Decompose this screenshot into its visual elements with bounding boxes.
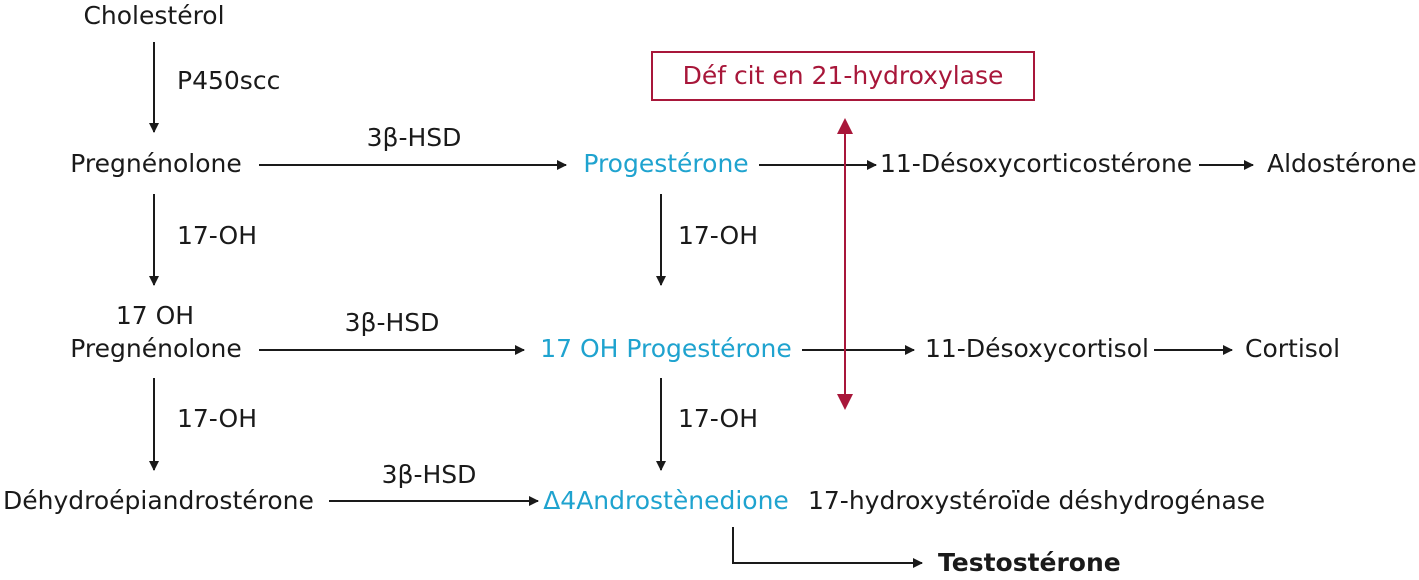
node-17oh-pregnenolone-line2: Pregnénolone xyxy=(70,334,242,363)
enzyme-3b-hsd-row3: 3β-HSD xyxy=(381,460,477,489)
node-cholesterol: Cholestérol xyxy=(83,1,225,30)
node-progesterone: Progestérone xyxy=(583,149,749,178)
enzyme-3b-hsd-row1: 3β-HSD xyxy=(366,123,462,152)
node-17oh-progesterone: 17 OH Progestérone xyxy=(540,334,792,363)
node-dhea: Déhydroépiandrostérone xyxy=(3,486,314,515)
node-cortisol: Cortisol xyxy=(1245,334,1341,363)
deficit-arrow-head-up xyxy=(837,118,853,134)
enzyme-17oh-mid-2: 17-OH xyxy=(678,404,759,433)
node-desoxycortisol: 11-Désoxycortisol xyxy=(925,334,1149,363)
node-testosterone: Testostérone xyxy=(938,548,1121,577)
deficit-21-hydroxylase-box: Déf cit en 21-hydroxylase xyxy=(651,51,1035,101)
enzyme-17oh-mid-1: 17-OH xyxy=(678,221,759,250)
deficit-arrow-head-down xyxy=(837,394,853,410)
enzyme-17oh-left-2: 17-OH xyxy=(177,404,258,433)
node-aldosterone: Aldostérone xyxy=(1267,149,1417,178)
node-pregnenolone: Pregnénolone xyxy=(70,149,242,178)
arrow-androstenedione-testosterone xyxy=(732,527,923,568)
node-17-hsd: 17-hydroxystéroïde déshydrogénase xyxy=(808,486,1266,515)
enzyme-17oh-left-1: 17-OH xyxy=(177,221,258,250)
node-17oh-pregnenolone-line1: 17 OH xyxy=(115,301,195,330)
node-desoxycorticosterone: 11-Désoxycorticostérone xyxy=(880,149,1193,178)
node-androstenedione: Δ4Androstènedione xyxy=(543,486,789,515)
enzyme-3b-hsd-row2: 3β-HSD xyxy=(344,308,440,337)
enzyme-p450scc: P450scc xyxy=(177,66,281,95)
